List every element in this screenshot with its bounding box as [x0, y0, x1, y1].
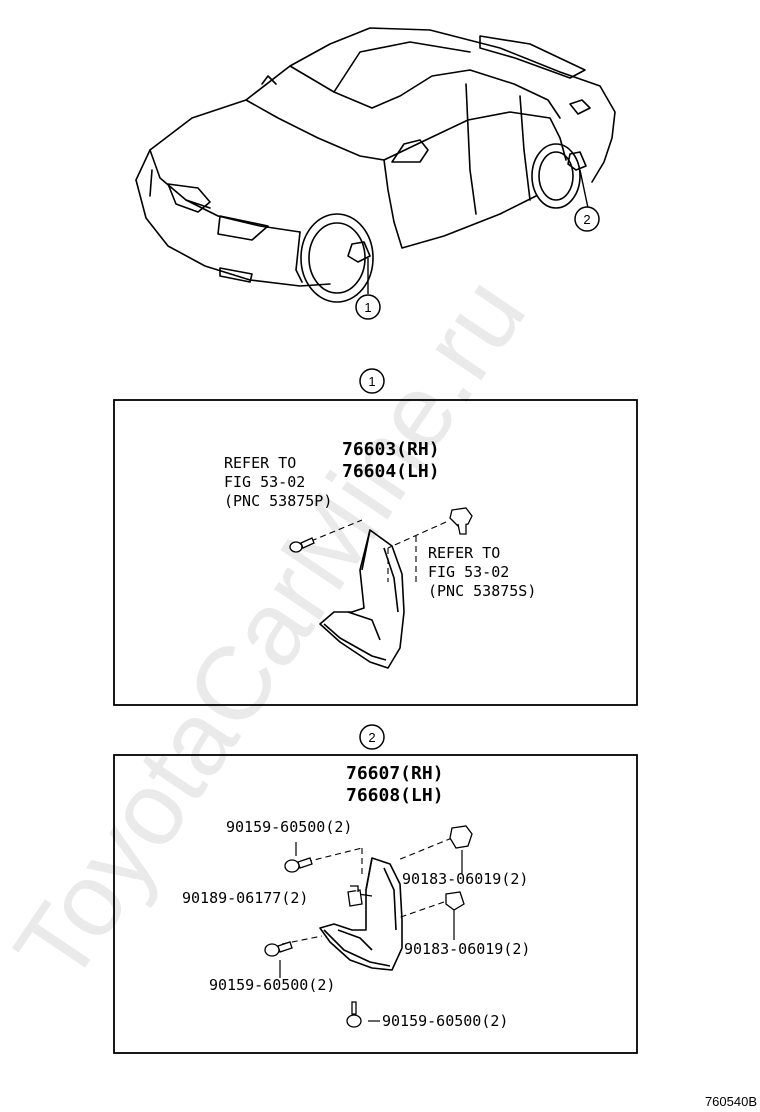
vehicle-callout-2-text: 2	[583, 212, 590, 227]
section-1-part-lh: 76604(LH)	[342, 461, 440, 482]
section-1-ref-left-line-1: REFER TO	[224, 454, 296, 472]
section-2-leader-lines	[281, 837, 453, 945]
section-2-solid-leaders	[279, 842, 463, 1022]
section-2-label-clip-lower: 90183-06019(2)	[404, 940, 530, 958]
section-1-callout-text: 1	[368, 374, 375, 389]
section-2-label-screw-bottom: 90159-60500(2)	[382, 1012, 508, 1030]
section-2-clip-upper-icon	[449, 825, 473, 849]
figure-code: 760540B	[705, 1094, 757, 1109]
section-2-clip-lower-icon	[445, 891, 465, 911]
section-2-part-lh: 76608(LH)	[346, 785, 444, 806]
section-2-screw-bottom-left-icon	[264, 941, 293, 957]
vehicle-callout-2: 2	[574, 206, 600, 232]
section-1-ref-right-line-1: REFER TO	[428, 544, 500, 562]
section-1-screw-icon	[289, 537, 315, 553]
section-1-frame	[113, 399, 638, 706]
section-2-label-screw-top: 90159-60500(2)	[226, 818, 352, 836]
section-1-part-rh: 76603(RH)	[342, 439, 440, 460]
section-2-mudguard	[319, 857, 403, 971]
section-1-clip-icon	[449, 507, 473, 535]
section-1-ref-left-line-3: (PNC 53875P)	[224, 492, 332, 510]
section-1-ref-right-line-3: (PNC 53875S)	[428, 582, 536, 600]
vehicle-callout-1: 1	[355, 294, 381, 320]
section-2-callout: 2	[359, 724, 385, 750]
section-2-label-nut: 90189-06177(2)	[182, 889, 308, 907]
section-1-callout: 1	[359, 368, 385, 394]
section-2-screw-bottom-icon	[346, 1001, 362, 1028]
vehicle-callout-1-text: 1	[364, 300, 371, 315]
section-2-screw-top-icon	[284, 857, 313, 873]
section-2-frame	[113, 754, 638, 1054]
car-illustration	[135, 27, 616, 303]
section-2-label-clip-upper: 90183-06019(2)	[402, 870, 528, 888]
section-1-mudguard	[319, 529, 405, 669]
section-2-label-screw-bottom-left: 90159-60500(2)	[209, 976, 335, 994]
vehicle-callout-leaders	[367, 169, 589, 294]
section-1-leader-lines	[310, 519, 447, 582]
section-1-ref-left-line-2: FIG 53-02	[224, 473, 305, 491]
section-2-part-rh: 76607(RH)	[346, 763, 444, 784]
section-2-nut-icon	[347, 885, 363, 907]
section-2-callout-text: 2	[368, 730, 375, 745]
section-1-ref-right-line-2: FIG 53-02	[428, 563, 509, 581]
